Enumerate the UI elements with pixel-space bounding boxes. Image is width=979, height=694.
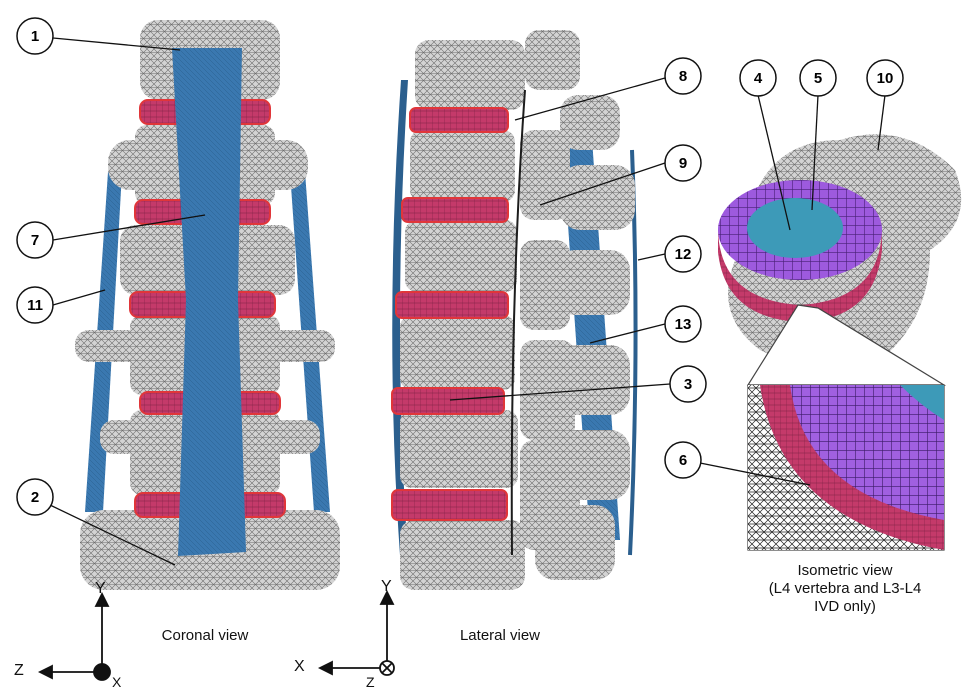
zoom-inset xyxy=(748,305,944,550)
callout-4: 4 xyxy=(740,60,776,96)
isometric-view-caption: Isometric view (L4 vertebra and L3-L4 IV… xyxy=(745,562,945,616)
svg-text:5: 5 xyxy=(814,70,822,87)
lateral-axis-x-label: X xyxy=(294,658,305,676)
nucleus-pulposus xyxy=(747,198,843,258)
svg-text:2: 2 xyxy=(31,489,39,506)
svg-text:8: 8 xyxy=(679,68,687,85)
svg-text:9: 9 xyxy=(679,155,687,172)
coronal-axis-y-label: Y xyxy=(95,580,106,598)
lateral-axis-triad xyxy=(320,592,394,675)
out-of-plane-dot xyxy=(94,664,110,680)
callout-11: 11 xyxy=(17,287,53,323)
coronal-axis-z-label: Z xyxy=(14,662,24,680)
isometric-caption-line1: Isometric view xyxy=(745,562,945,580)
coronal-axis-triad xyxy=(40,594,110,680)
lateral-axis-y-label: Y xyxy=(381,578,392,596)
callout-7: 7 xyxy=(17,222,53,258)
callout-9: 9 xyxy=(665,145,701,181)
svg-text:13: 13 xyxy=(675,316,692,333)
isometric-caption-line2: (L4 vertebra and L3-L4 xyxy=(745,580,945,598)
svg-text:4: 4 xyxy=(754,70,763,87)
lateral-view-caption: Lateral view xyxy=(440,627,560,644)
coronal-axis-x-label: X xyxy=(112,674,121,690)
svg-text:7: 7 xyxy=(31,232,39,249)
callout-10: 10 xyxy=(867,60,903,96)
callout-2: 2 xyxy=(17,479,53,515)
svg-text:6: 6 xyxy=(679,452,687,469)
svg-text:3: 3 xyxy=(684,376,692,393)
lateral-posterior-elements xyxy=(520,30,635,580)
callout-8: 8 xyxy=(665,58,701,94)
callout-5: 5 xyxy=(800,60,836,96)
coronal-view-caption: Coronal view xyxy=(140,627,270,644)
callout-12: 12 xyxy=(665,236,701,272)
svg-text:1: 1 xyxy=(31,28,39,45)
lateral-view-model xyxy=(392,30,636,590)
svg-text:10: 10 xyxy=(877,70,894,87)
callout-6: 6 xyxy=(665,442,701,478)
isometric-caption-line3: IVD only) xyxy=(745,598,945,616)
callout-13: 13 xyxy=(665,306,701,342)
callout-3: 3 xyxy=(670,366,706,402)
coronal-view-model xyxy=(75,20,340,590)
lateral-axis-z-label: Z xyxy=(366,674,375,690)
svg-text:11: 11 xyxy=(27,297,43,314)
callout-1: 1 xyxy=(17,18,53,54)
svg-text:12: 12 xyxy=(675,246,692,263)
